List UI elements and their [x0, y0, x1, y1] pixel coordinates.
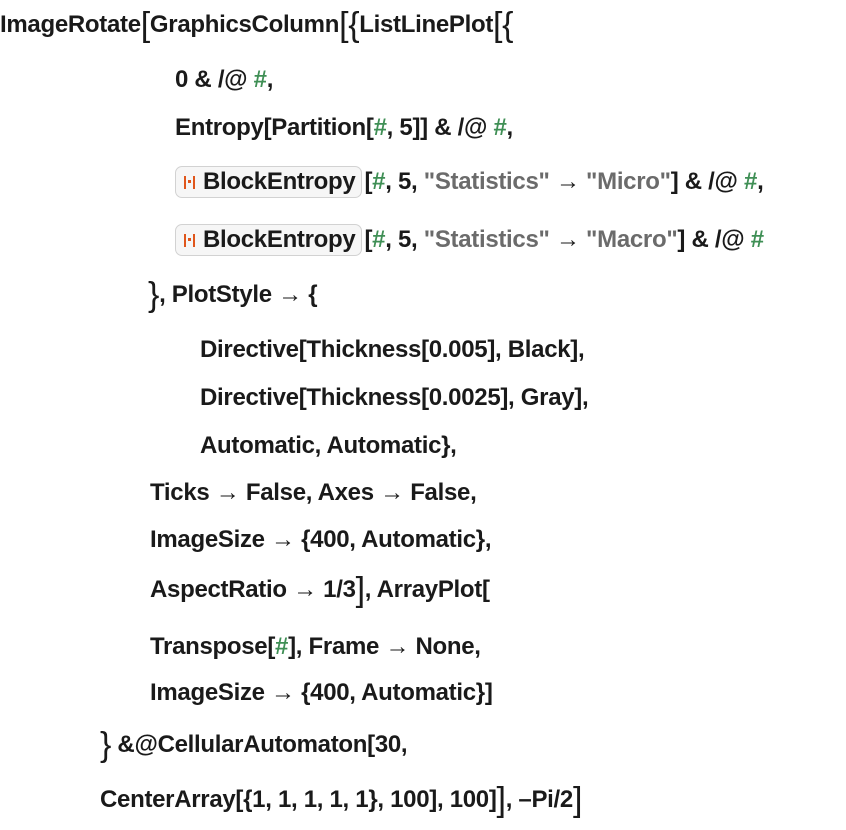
slot-symbol: #	[253, 66, 267, 93]
slot-symbol: #	[372, 226, 386, 253]
code-line: Directive[Thickness[0.005], Black],	[200, 330, 585, 370]
resource-function-label: BlockEntropy	[203, 226, 356, 253]
code-line: Ticks → False, Axes → False,	[150, 473, 477, 513]
code-token: →	[549, 168, 587, 195]
code-line: 0 & /@ #,	[175, 60, 273, 100]
code-token: Entropy[Partition[	[175, 114, 374, 141]
bracket: [{	[339, 6, 360, 44]
resource-function-button[interactable]: BlockEntropy	[175, 224, 363, 256]
string-literal: "Statistics"	[423, 226, 550, 253]
resource-function-button[interactable]: BlockEntropy	[175, 166, 363, 198]
code-token: Transpose[	[150, 633, 276, 660]
code-token: Automatic, Automatic},	[200, 432, 457, 459]
code-line: CenterArray[{1, 1, 1, 1, 1}, 100], 100]]…	[100, 780, 582, 820]
code-token: , 5,	[385, 168, 424, 195]
slot-symbol: #	[750, 226, 764, 253]
code-token: →	[549, 226, 587, 253]
code-token: ImageSize → {400, Automatic}]	[150, 679, 493, 706]
code-token: , ArrayPlot[	[364, 576, 490, 603]
code-token: GraphicsColumn	[149, 11, 340, 38]
bracket: ]	[572, 781, 583, 819]
code-token: ListLinePlot	[359, 11, 494, 38]
code-token: Directive[Thickness[0.0025], Gray],	[200, 384, 589, 411]
code-token: , –Pi/2	[505, 786, 574, 813]
slot-symbol: #	[372, 168, 386, 195]
resource-function-icon	[184, 175, 195, 189]
code-token: , PlotStyle → {	[159, 281, 318, 308]
code-token: ImageSize → {400, Automatic},	[150, 526, 492, 553]
code-token: ], Frame → None,	[288, 633, 481, 660]
code-line: AspectRatio → 1/3], ArrayPlot[	[150, 570, 490, 610]
code-token: CenterArray[{1, 1, 1, 1, 1}, 100], 100]	[100, 786, 497, 813]
code-token: ,	[266, 66, 274, 93]
slot-symbol: #	[493, 114, 507, 141]
bracket: ]	[355, 571, 365, 609]
code-token: , 5]] & /@	[386, 114, 494, 141]
string-literal: "Micro"	[586, 168, 671, 195]
bracket: }	[148, 276, 160, 314]
code-token: 0 & /@	[175, 66, 254, 93]
bracket: [	[140, 6, 150, 44]
code-line: Entropy[Partition[#, 5]] & /@ #,	[175, 108, 513, 148]
bracket: }	[100, 726, 112, 764]
code-token: ] & /@	[670, 168, 745, 195]
code-token: Directive[Thickness[0.005], Black],	[200, 336, 585, 363]
code-line: Automatic, Automatic},	[200, 426, 457, 466]
code-line: Transpose[#], Frame → None,	[150, 627, 481, 667]
code-token: &@CellularAutomaton[30,	[111, 731, 408, 758]
slot-symbol: #	[275, 633, 289, 660]
code-line: } &@CellularAutomaton[30,	[100, 725, 408, 765]
code-line: Directive[Thickness[0.0025], Gray],	[200, 378, 589, 418]
code-line: ImageSize → {400, Automatic}]	[150, 673, 493, 713]
code-token: AspectRatio → 1/3	[150, 576, 356, 603]
code-line: }, PlotStyle → {	[148, 275, 318, 315]
code-token: Ticks → False, Axes → False,	[150, 479, 477, 506]
resource-function-label: BlockEntropy	[203, 168, 356, 195]
bracket: [{	[493, 6, 514, 44]
code-line: BlockEntropy[#, 5, "Statistics" → "Micro…	[175, 162, 764, 202]
code-line: ImageRotate[GraphicsColumn[{ListLinePlot…	[0, 5, 514, 45]
string-literal: "Macro"	[586, 226, 678, 253]
slot-symbol: #	[373, 114, 387, 141]
code-token: ] & /@	[677, 226, 751, 253]
code-token: ImageRotate	[0, 11, 141, 38]
string-literal: "Statistics"	[423, 168, 550, 195]
code-token: ,	[506, 114, 514, 141]
code-token: , 5,	[385, 226, 424, 253]
slot-symbol: #	[744, 168, 758, 195]
resource-function-icon	[184, 233, 195, 247]
code-line: BlockEntropy[#, 5, "Statistics" → "Macro…	[175, 220, 764, 260]
code-line: ImageSize → {400, Automatic},	[150, 520, 492, 560]
bracket: ]	[496, 781, 506, 819]
code-token: [	[364, 226, 373, 253]
code-token: [	[364, 168, 373, 195]
code-token: ,	[757, 168, 764, 195]
